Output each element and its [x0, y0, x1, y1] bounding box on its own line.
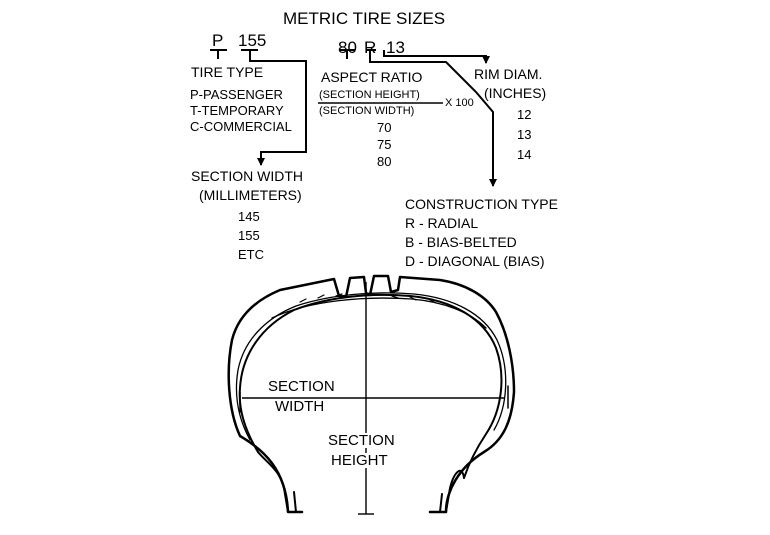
construction-type-item: D - DIAGONAL (BIAS): [405, 253, 545, 269]
tire-outer-contour: [227, 274, 516, 514]
construction-type-leader: [369, 57, 497, 187]
aspect-ratio-value: 75: [377, 137, 392, 152]
aspect-ratio-denominator: (SECTION WIDTH): [319, 105, 415, 117]
section-width-value: 145: [238, 209, 260, 224]
tire-inner-liner: [238, 293, 503, 479]
page-title: METRIC TIRE SIZES: [283, 9, 446, 28]
construction-type-heading: CONSTRUCTION TYPE: [405, 196, 558, 212]
rim-diameter-value: 13: [517, 127, 532, 142]
code-tick-marks: [210, 49, 376, 59]
code-section-width: 155: [238, 31, 267, 50]
tire-section-height-label-line2: HEIGHT: [329, 452, 390, 469]
tire-type-item: T-TEMPORARY: [190, 103, 284, 118]
tire-section-width-label: SECTION: [266, 378, 337, 395]
section-width-value: ETC: [238, 247, 264, 262]
tire-belt-marks: [299, 293, 455, 309]
code-rim-diameter: 13: [386, 38, 405, 57]
rim-diameter-heading: RIM DIAM.: [474, 66, 543, 82]
section-width-heading: SECTION WIDTH: [191, 168, 303, 184]
tire-ply-line-outer: [235, 292, 507, 441]
aspect-ratio-value: 80: [377, 154, 392, 169]
rim-diameter-leader: [383, 50, 490, 64]
tire-type-item: C-COMMERCIAL: [190, 119, 292, 134]
tire-sidewall-marks: [239, 385, 509, 413]
rim-diameter-unit: (INCHES): [484, 85, 547, 101]
tire-right-bead: [439, 469, 465, 513]
tire-left-bead: [257, 451, 297, 513]
section-width-value: 155: [238, 228, 260, 243]
construction-type-item: R - RADIAL: [405, 215, 479, 231]
tire-section-width-label-line2: WIDTH: [273, 398, 327, 415]
construction-type-item: B - BIAS-BELTED: [405, 234, 517, 250]
aspect-ratio-heading: ASPECT RATIO: [321, 69, 423, 85]
aspect-ratio-value: 70: [377, 120, 392, 135]
rim-diameter-value: 12: [517, 107, 532, 122]
code-construction: R: [364, 38, 377, 57]
tire-cross-section: [227, 274, 516, 514]
tire-ply-line-inner: [271, 297, 487, 329]
tire-type-item: P-PASSENGER: [190, 87, 283, 102]
tire-section-height-label: SECTION: [326, 432, 397, 449]
aspect-ratio-multiplier: X 100: [445, 97, 474, 109]
section-width-leader: [249, 57, 307, 166]
rim-diameter-value: 14: [517, 147, 532, 162]
code-aspect-ratio: 80: [338, 38, 357, 57]
tire-type-heading: TIRE TYPE: [191, 64, 264, 80]
aspect-ratio-numerator: (SECTION HEIGHT): [319, 89, 420, 101]
code-tire-type-letter: P: [212, 31, 224, 50]
section-width-unit: (MILLIMETERS): [199, 187, 302, 203]
